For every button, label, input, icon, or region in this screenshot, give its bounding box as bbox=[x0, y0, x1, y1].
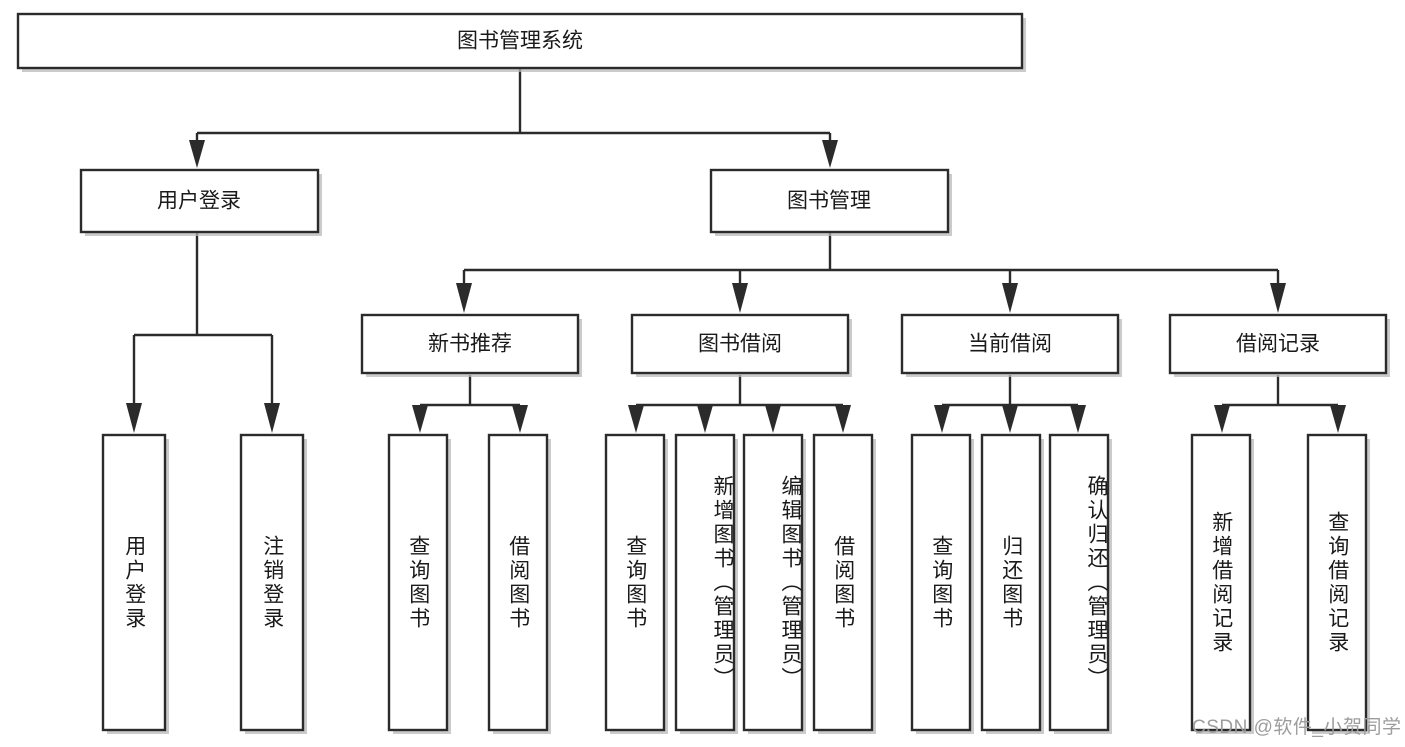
arrow-to-leaf-borrow-book-2 bbox=[835, 405, 851, 433]
leaf-confirm-return-box[interactable] bbox=[1048, 433, 1110, 732]
arrow-to-leaf-confirm-return bbox=[1070, 405, 1086, 433]
leaf-return-book-box[interactable] bbox=[980, 433, 1042, 732]
node-root-label: 图书管理系统 bbox=[457, 30, 583, 53]
edges-group bbox=[126, 68, 1346, 433]
leaf-query-book-3-box[interactable] bbox=[910, 433, 972, 732]
arrow-to-user-login bbox=[189, 140, 205, 168]
node-current-borrow-box[interactable] bbox=[900, 313, 1120, 375]
node-book-manage-box[interactable] bbox=[709, 168, 950, 234]
csdn-watermark: CSDN @软件_小贺同学 bbox=[1192, 717, 1402, 738]
arrow-to-leaf-borrow-book-1 bbox=[512, 405, 528, 433]
leaf-user-login-box[interactable] bbox=[101, 433, 167, 732]
arrow-to-borrow-record bbox=[1270, 283, 1286, 313]
node-new-book-rec-box[interactable] bbox=[360, 313, 580, 375]
arrow-to-book-manage bbox=[822, 140, 838, 168]
arrow-to-leaf-edit-book bbox=[765, 405, 781, 433]
node-new-book-rec-label: 新书推荐 bbox=[428, 333, 512, 356]
node-root-box[interactable] bbox=[16, 12, 1024, 70]
nodes-group: 图书管理系统 用户登录 图书管理 新书推荐 图书借阅 当前借阅 借阅记录 bbox=[16, 12, 1390, 734]
node-borrow-record-box[interactable] bbox=[1168, 313, 1388, 375]
node-user-login-label: 用户登录 bbox=[157, 190, 241, 213]
node-book-manage-label: 图书管理 bbox=[787, 190, 871, 213]
arrow-to-book-borrow bbox=[732, 283, 748, 313]
arrow-to-leaf-query-book-2 bbox=[628, 405, 644, 433]
arrow-to-leaf-user-logout bbox=[264, 403, 280, 433]
node-user-login-box[interactable] bbox=[79, 168, 320, 234]
leaf-add-record-box[interactable] bbox=[1190, 433, 1252, 732]
leaf-query-book-1-box[interactable] bbox=[387, 433, 449, 732]
arrow-to-leaf-add-book bbox=[697, 405, 713, 433]
arrow-to-leaf-query-record bbox=[1330, 405, 1346, 433]
leaf-query-record-box[interactable] bbox=[1306, 433, 1368, 732]
arrow-to-leaf-user-login bbox=[126, 403, 142, 433]
node-book-borrow-box[interactable] bbox=[630, 313, 850, 375]
arrow-to-current-borrow bbox=[1002, 283, 1018, 313]
leaf-add-book-box[interactable] bbox=[674, 433, 736, 732]
node-borrow-record-label: 借阅记录 bbox=[1236, 333, 1320, 356]
arrow-to-new-book-rec bbox=[456, 283, 472, 313]
leaf-borrow-book-1-box[interactable] bbox=[487, 433, 549, 732]
arrow-to-leaf-query-book-1 bbox=[412, 405, 428, 433]
leaf-borrow-book-2-box[interactable] bbox=[812, 433, 874, 732]
node-book-borrow-label: 图书借阅 bbox=[698, 333, 782, 356]
arrow-to-leaf-add-record bbox=[1214, 405, 1230, 433]
leaf-edit-book-box[interactable] bbox=[742, 433, 804, 732]
arrow-to-leaf-return-book bbox=[1002, 405, 1018, 433]
leaf-query-book-2-box[interactable] bbox=[604, 433, 666, 732]
node-current-borrow-label: 当前借阅 bbox=[968, 333, 1052, 356]
leaf-user-logout-box[interactable] bbox=[239, 433, 305, 732]
arrow-to-leaf-query-book-3 bbox=[934, 405, 950, 433]
